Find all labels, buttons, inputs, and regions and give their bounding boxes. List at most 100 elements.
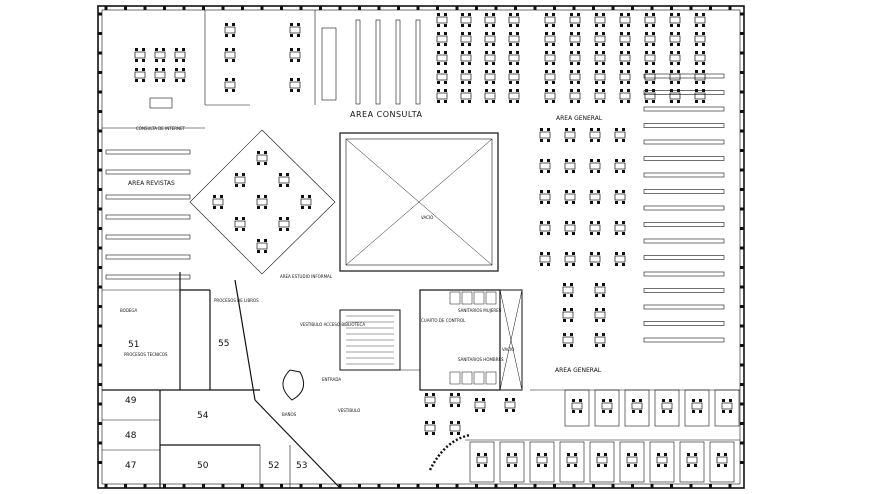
chair — [717, 464, 720, 467]
chair — [724, 453, 727, 456]
column-bottom — [319, 484, 322, 488]
carrel-table — [571, 402, 583, 410]
chair — [444, 13, 447, 16]
column-right — [740, 324, 744, 328]
reading-table — [614, 131, 626, 139]
area-estudio-informal-label: AREA ESTUDIO INFORMAL — [280, 274, 333, 279]
chair — [257, 239, 260, 242]
general-shelf — [643, 156, 725, 161]
column-bottom — [163, 484, 166, 488]
chair — [485, 32, 488, 35]
chair — [544, 453, 547, 456]
chair — [597, 252, 600, 255]
chair — [579, 399, 582, 402]
reading-table — [544, 92, 556, 100]
chair — [572, 221, 575, 224]
chair — [444, 89, 447, 92]
study-carrel — [649, 441, 675, 483]
chair — [695, 24, 698, 27]
lobby-table — [449, 396, 461, 404]
column-bottom — [104, 484, 108, 488]
room-52: 52 — [268, 461, 279, 471]
chair — [577, 51, 580, 54]
column-right — [740, 441, 744, 445]
chair — [175, 68, 178, 71]
room-53: 53 — [296, 461, 307, 471]
entrada-label: ENTRADA — [322, 377, 341, 382]
chair — [570, 100, 573, 103]
chair — [437, 43, 440, 46]
toilet-stall — [449, 371, 461, 385]
chair — [537, 464, 540, 467]
chair — [645, 43, 648, 46]
chair — [615, 190, 618, 193]
carrel-table — [631, 402, 643, 410]
column-top — [572, 6, 576, 10]
chair — [639, 410, 642, 413]
lobby-table — [424, 424, 436, 432]
chair — [702, 100, 705, 103]
chair — [425, 404, 428, 407]
chair — [475, 398, 478, 401]
reading-table — [508, 16, 520, 24]
reading-table — [544, 73, 556, 81]
chair — [604, 464, 607, 467]
chair — [175, 79, 178, 82]
general-shelf — [643, 90, 725, 95]
chair — [572, 263, 575, 266]
chair — [729, 399, 732, 402]
column-top — [416, 6, 420, 10]
column-left — [98, 266, 102, 269]
column-top — [689, 6, 693, 10]
chair — [182, 59, 185, 62]
chair — [622, 252, 625, 255]
reading-table — [562, 311, 574, 319]
chair — [677, 81, 680, 84]
chair — [595, 283, 598, 286]
column-bottom — [728, 484, 732, 488]
shaft-x — [499, 289, 523, 391]
chair — [297, 59, 300, 62]
chair — [552, 13, 555, 16]
chair — [264, 195, 267, 198]
chair — [492, 100, 495, 103]
toilet-stall — [473, 291, 485, 305]
column-top — [260, 6, 264, 10]
chair — [565, 139, 568, 142]
chair — [570, 70, 573, 73]
chair — [540, 128, 543, 131]
consulta-shelf — [395, 19, 401, 105]
carrel-table — [656, 456, 668, 464]
area-revistas-label: AREA REVISTAS — [128, 180, 175, 187]
chair — [622, 221, 625, 224]
chair — [699, 399, 702, 402]
chair — [632, 410, 635, 413]
reading-table — [508, 54, 520, 62]
chair — [545, 32, 548, 35]
chair — [595, 308, 598, 311]
column-top — [202, 6, 205, 10]
magazine-shelf — [105, 234, 191, 240]
reading-table — [436, 54, 448, 62]
chair — [695, 43, 698, 46]
consulta-internet-label: CONSULTA DE INTERNET — [136, 126, 186, 131]
column-bottom — [475, 484, 478, 488]
sanitarios-mujeres-label: SANITARIOS MUJERES — [458, 308, 502, 313]
general-shelf — [643, 337, 725, 343]
reading-table — [594, 311, 606, 319]
reading-table — [589, 224, 601, 232]
general-shelf — [643, 123, 725, 128]
reading-table — [594, 92, 606, 100]
column-left — [98, 461, 102, 464]
chair — [590, 139, 593, 142]
chair — [622, 190, 625, 193]
chair — [485, 81, 488, 84]
chair — [461, 70, 464, 73]
chair — [301, 195, 304, 198]
column-left — [98, 51, 102, 55]
chair — [645, 51, 648, 54]
reading-table — [589, 131, 601, 139]
column-right — [740, 422, 744, 425]
chair — [602, 333, 605, 336]
